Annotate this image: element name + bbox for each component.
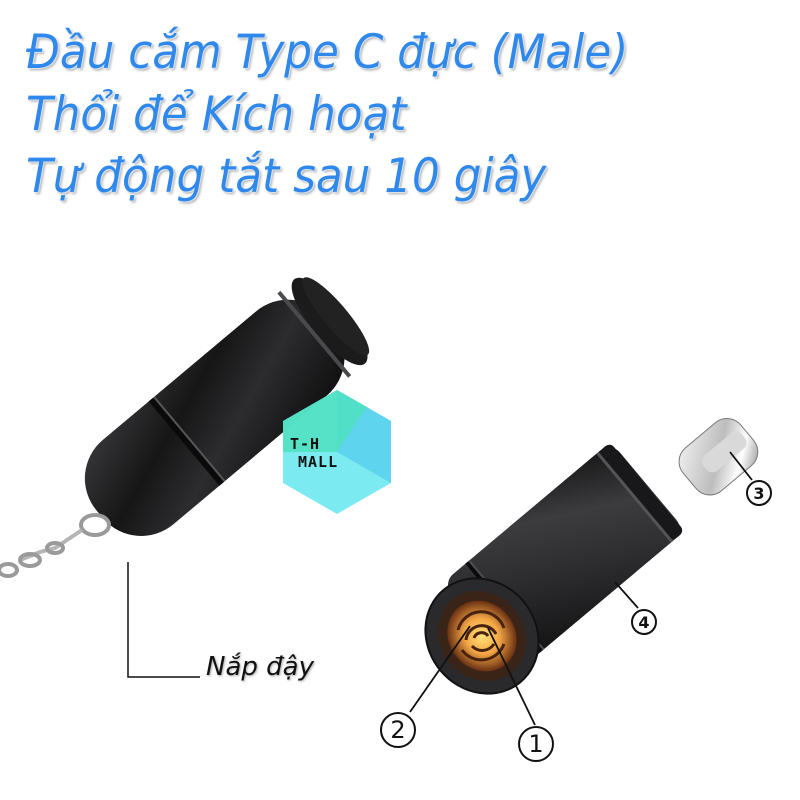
headline-line-3: Tự động tắt sau 10 giây — [26, 149, 547, 204]
callout-number-2: 2 — [380, 712, 416, 748]
headline-line-1: Đầu cắm Type C đực (Male) — [26, 25, 629, 80]
keychain-icon — [0, 513, 111, 578]
lighter-device — [424, 418, 759, 695]
heating-coil-icon — [456, 610, 506, 662]
callout-number-4: 4 — [631, 609, 657, 635]
cap-device — [84, 277, 370, 536]
watermark-logo — [283, 390, 391, 514]
headline: Đầu cắm Type C đực (Male) Thổi để Kích h… — [26, 22, 674, 208]
callout-line-3 — [729, 451, 753, 481]
callout-line-4 — [614, 581, 639, 609]
callout-number-1: 1 — [518, 726, 554, 762]
watermark: T-H MALL — [282, 392, 392, 514]
callout-number-3: 3 — [746, 480, 772, 506]
watermark-line-1: T-H — [290, 435, 321, 453]
cap-label: Nắp đậy — [206, 652, 314, 682]
callout-line-2 — [409, 625, 471, 713]
cap-callout-line — [127, 562, 200, 678]
watermark-line-2: MALL — [298, 453, 339, 471]
headline-line-2: Thổi để Kích hoạt — [26, 87, 407, 142]
callout-line-1 — [487, 627, 536, 726]
